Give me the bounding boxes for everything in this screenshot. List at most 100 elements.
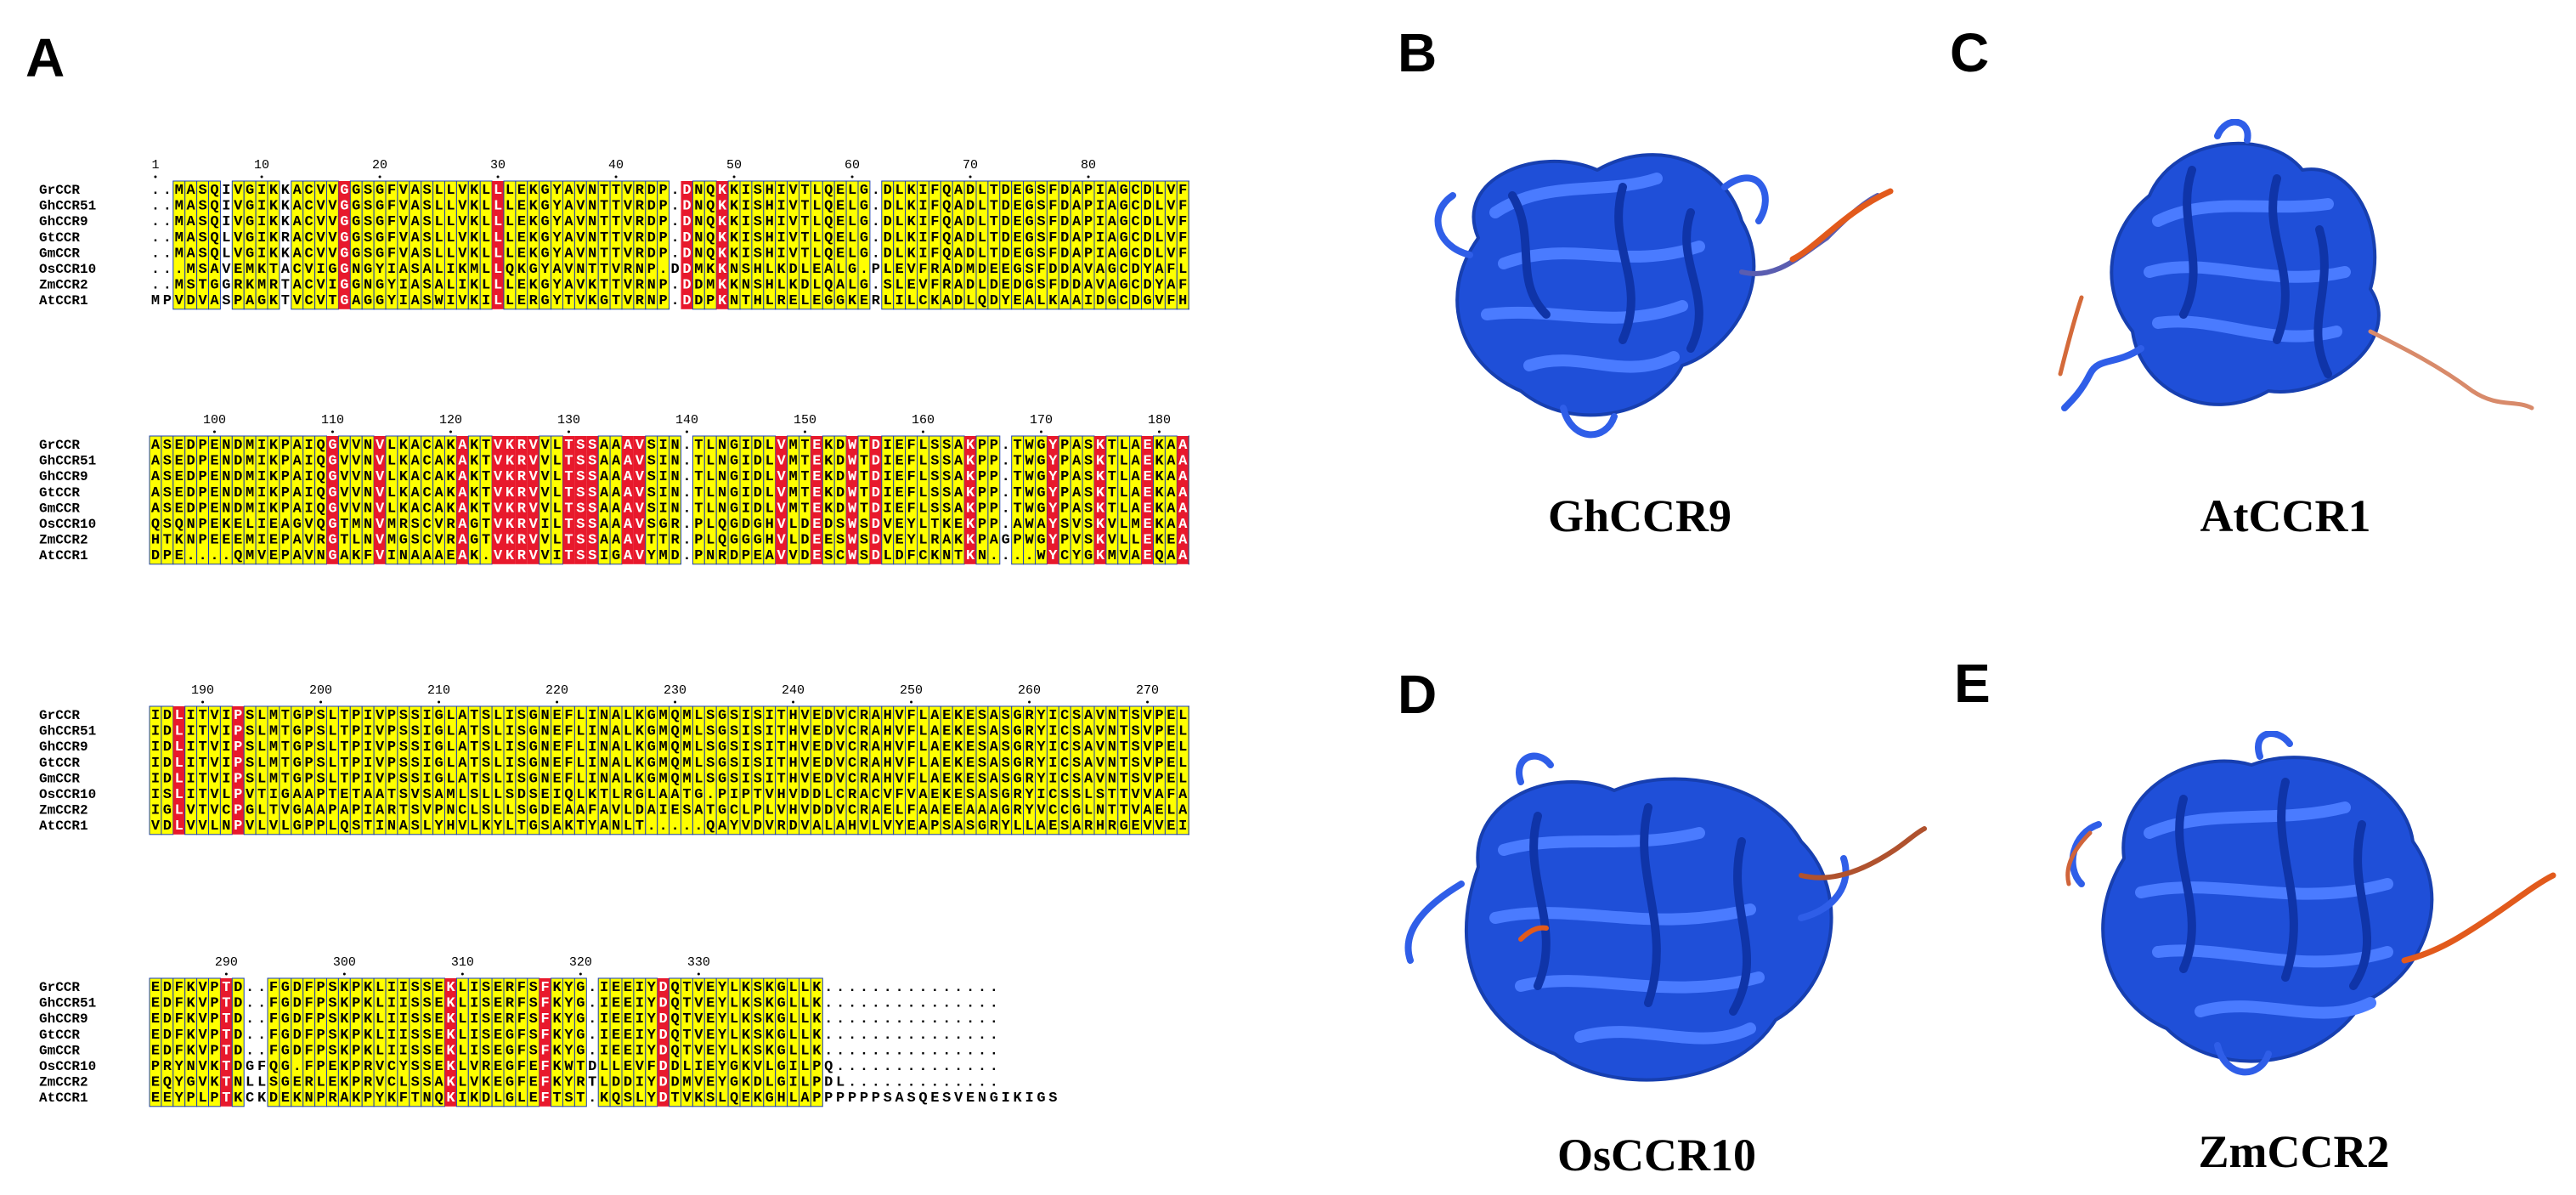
residue: L: [1120, 438, 1128, 454]
residue: Q: [670, 724, 679, 740]
residue: .: [257, 980, 266, 996]
residue: I: [399, 278, 408, 294]
residue: T: [222, 980, 230, 996]
residue: A: [293, 501, 302, 517]
residue: E: [836, 230, 845, 246]
residue: E: [175, 454, 184, 470]
similar-column-highlight: [857, 180, 871, 310]
residue: S: [399, 771, 408, 787]
residue: D: [1143, 246, 1151, 262]
residue: V: [636, 533, 645, 549]
residue: A: [1072, 469, 1082, 485]
residue: Y: [647, 1043, 657, 1059]
residue: I: [659, 438, 668, 454]
residue: C: [1060, 724, 1069, 740]
residue: Q: [824, 214, 833, 230]
residue: G: [376, 246, 384, 262]
residue: T: [706, 803, 715, 819]
residue: K: [187, 1011, 196, 1028]
residue: D: [824, 803, 833, 819]
residue: L: [812, 278, 821, 294]
residue: I: [588, 771, 596, 787]
residue: S: [517, 771, 526, 787]
residue: P: [659, 214, 668, 230]
residue: L: [1178, 771, 1187, 787]
residue: V: [458, 246, 467, 262]
residue: S: [978, 739, 986, 756]
residue: W: [848, 517, 857, 533]
residue: A: [151, 485, 161, 501]
residue: .: [824, 1011, 833, 1028]
residue: A: [942, 262, 952, 278]
residue: T: [1120, 739, 1128, 756]
residue: K: [742, 1011, 751, 1028]
residue: W: [848, 501, 857, 517]
identical-column-highlight: [326, 436, 339, 564]
residue: D: [293, 1011, 302, 1028]
residue: E: [1002, 278, 1010, 294]
protein-structure-ghccr9: [1434, 153, 1894, 439]
residue: Y: [434, 818, 443, 835]
residue: F: [305, 996, 314, 1012]
residue: N: [730, 262, 738, 278]
residue: A: [458, 485, 467, 501]
residue: W: [848, 533, 857, 549]
residue: V: [423, 803, 432, 819]
residue: V: [399, 199, 409, 215]
residue: G: [1025, 246, 1033, 262]
residue: E: [836, 183, 845, 199]
residue: L: [836, 262, 845, 278]
residue: R: [517, 548, 527, 564]
residue: G: [246, 803, 254, 819]
residue: L: [328, 724, 336, 740]
residue: E: [517, 230, 526, 246]
residue: C: [848, 771, 856, 787]
residue: S: [754, 214, 762, 230]
residue: K: [529, 230, 539, 246]
residue: G: [376, 183, 384, 199]
residue: V: [494, 548, 503, 564]
residue: V: [895, 756, 905, 772]
residue: A: [458, 756, 467, 772]
residue: L: [706, 501, 715, 517]
residue: P: [305, 771, 314, 787]
residue: F: [1178, 183, 1187, 199]
residue: D: [966, 230, 974, 246]
residue: L: [482, 246, 490, 262]
residue: .: [884, 980, 892, 996]
residue: L: [918, 454, 927, 470]
residue: D: [1048, 262, 1057, 278]
residue: A: [954, 454, 963, 470]
residue: L: [788, 533, 797, 549]
residue: S: [754, 708, 762, 724]
residue: L: [387, 454, 396, 470]
residue: K: [340, 996, 349, 1012]
residue: I: [777, 214, 786, 230]
residue: I: [387, 262, 396, 278]
residue: E: [1014, 293, 1022, 309]
residue: K: [506, 501, 515, 517]
residue: A: [765, 548, 775, 564]
residue: .: [824, 1043, 833, 1059]
residue: A: [352, 293, 361, 309]
residue: K: [470, 278, 479, 294]
residue: K: [446, 454, 455, 470]
residue: P: [198, 454, 206, 470]
residue: A: [954, 246, 963, 262]
residue: S: [942, 469, 951, 485]
ruler-tick: [260, 175, 263, 178]
residue: G: [470, 517, 478, 533]
residue: G: [1025, 183, 1033, 199]
residue: T: [612, 246, 620, 262]
ruler-number: 50: [726, 158, 742, 173]
residue: V: [376, 756, 385, 772]
residue: T: [1014, 485, 1022, 501]
residue: H: [848, 818, 856, 835]
residue: V: [376, 454, 385, 470]
residue: F: [1048, 246, 1057, 262]
residue: K: [966, 438, 975, 454]
residue: I: [1048, 708, 1057, 724]
residue: N: [742, 278, 750, 294]
residue: S: [1072, 771, 1081, 787]
residue: E: [1143, 533, 1151, 549]
